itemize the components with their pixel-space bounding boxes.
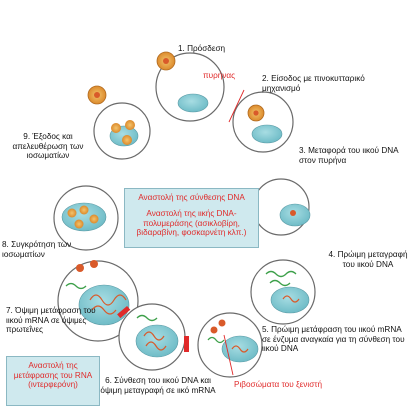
inhibition-rna-box: Αναστολή της μετάφρασης του RNA (ιντερφε… bbox=[6, 356, 100, 406]
free-virus-icon bbox=[87, 85, 107, 105]
inhibitor-bar-left bbox=[117, 305, 131, 319]
virus-particle-icon bbox=[156, 51, 176, 71]
inhibition-rna-body: Αναστολή της μετάφρασης του RNA (ιντερφε… bbox=[13, 361, 93, 390]
ribosome-pointer-line bbox=[223, 334, 234, 376]
inhibition-dna-box: Αναστολή της σύνθεσης DNA Αναστολή της ι… bbox=[124, 188, 259, 248]
step-4-label: 4. Πρώιμη μεταγραφή του ιικού DNA bbox=[328, 250, 408, 269]
cell-release bbox=[93, 102, 151, 160]
cell-transport bbox=[252, 178, 311, 236]
cell-dna-synthesis bbox=[118, 303, 186, 371]
cell-early-transcription bbox=[250, 259, 316, 325]
step-5-label: 5. Πρώιμη μετάφραση του ιικού mRNA σε έν… bbox=[262, 325, 405, 354]
step-6-label: 6. Σύνθεση του ιικού DNA και όψιμη μεταγ… bbox=[100, 376, 216, 395]
ribosomes-label: Ριβοσώματα του ξενιστή bbox=[234, 380, 323, 389]
cell-early-translation bbox=[197, 312, 263, 378]
step-8-label: 8. Συγκρότηση των ιοσωματίων bbox=[2, 240, 72, 259]
cell-attachment bbox=[155, 51, 225, 122]
cell-assembly bbox=[53, 185, 119, 251]
cell-entry bbox=[228, 89, 294, 153]
step-7-label: 7. Όψιμη μετάφραση του ιικού mRNA σε όψι… bbox=[6, 306, 96, 335]
inhibition-dna-title: Αναστολή της σύνθεσης DNA bbox=[138, 193, 245, 202]
mrna-icon bbox=[265, 270, 297, 278]
ribosome-icon bbox=[210, 326, 218, 334]
inhibitor-bar-right bbox=[184, 336, 189, 352]
nucleus-label: πυρήνας bbox=[203, 71, 236, 80]
step-1-label: 1. Πρόσδεση bbox=[178, 44, 226, 53]
step-3-label: 3. Μεταφορά του ιικού DNA στον πυρήνα bbox=[299, 146, 399, 165]
step-2-label: 2. Είσοδος με πινοκυτταρικό μηχανισμό bbox=[262, 74, 365, 93]
nucleus-pointer-line bbox=[228, 89, 245, 123]
cell-late-translation bbox=[57, 260, 139, 342]
step-9-label: 9. Έξοδος και απελευθέρωση των ιοσωματίω… bbox=[12, 132, 84, 161]
inhibition-dna-body: Αναστολή της ιικής DNA-πολυμεράσης (ασικ… bbox=[136, 209, 247, 238]
